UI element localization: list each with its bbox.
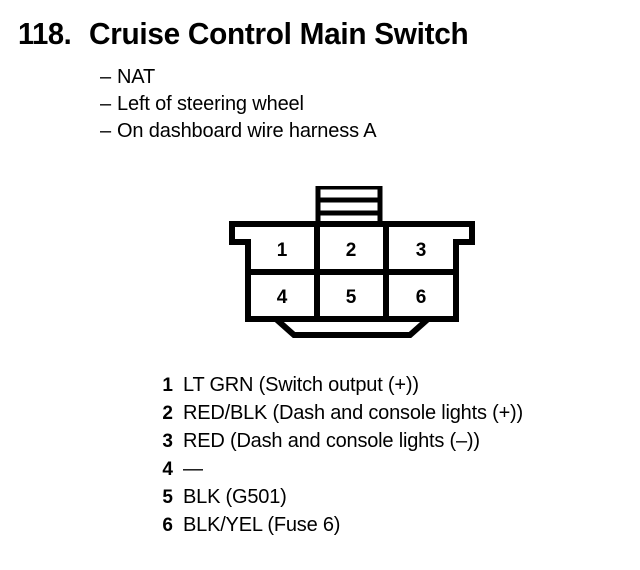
pin-legend-number: 5 bbox=[162, 487, 173, 508]
connector-top-tab bbox=[315, 186, 383, 228]
note-item-label: NAT bbox=[117, 66, 156, 88]
dash-bullet-icon: – bbox=[100, 120, 112, 142]
connector-pin-3: 3 bbox=[416, 240, 427, 261]
connector-pin-1: 1 bbox=[277, 240, 288, 261]
pin-legend-description: RED (Dash and console lights (–)) bbox=[183, 430, 480, 452]
note-item: – Left of steering wheel bbox=[100, 93, 600, 120]
connector-diagram: 1 2 3 4 5 6 bbox=[228, 186, 476, 338]
connector-pin-6: 6 bbox=[416, 287, 427, 308]
note-item-label: Left of steering wheel bbox=[117, 93, 304, 115]
pin-legend-number: 1 bbox=[162, 375, 173, 396]
pin-legend-list: 1 LT GRN (Switch output (+)) 2 RED/BLK (… bbox=[156, 374, 626, 542]
pin-legend-row: 3 RED (Dash and console lights (–)) bbox=[156, 430, 626, 458]
pin-legend-number: 4 bbox=[162, 459, 173, 480]
note-item-label: On dashboard wire harness A bbox=[117, 120, 377, 142]
dash-bullet-icon: – bbox=[100, 93, 112, 115]
pin-legend-row: 2 RED/BLK (Dash and console lights (+)) bbox=[156, 402, 626, 430]
pin-legend-description: — bbox=[183, 458, 203, 480]
page-title-text: Cruise Control Main Switch bbox=[88, 16, 469, 51]
pin-legend-row: 1 LT GRN (Switch output (+)) bbox=[156, 374, 626, 402]
pin-legend-number: 6 bbox=[162, 515, 173, 536]
connector-bottom-tab bbox=[268, 316, 436, 338]
connector-pin-4: 4 bbox=[277, 287, 288, 308]
note-item: – On dashboard wire harness A bbox=[100, 120, 600, 147]
page-title-number: 118. bbox=[18, 16, 72, 51]
pin-legend-description: BLK/YEL (Fuse 6) bbox=[183, 514, 341, 536]
notes-list: – NAT – Left of steering wheel – On dash… bbox=[100, 66, 600, 147]
pin-legend-description: BLK (G501) bbox=[183, 486, 287, 508]
pin-legend-number: 3 bbox=[162, 431, 173, 452]
page-title: 118. Cruise Control Main Switch bbox=[18, 16, 622, 56]
pin-legend-number: 2 bbox=[162, 403, 173, 424]
dash-bullet-icon: – bbox=[100, 66, 112, 88]
connector-svg: 1 2 3 4 5 6 bbox=[229, 186, 475, 338]
connector-pin-2: 2 bbox=[346, 240, 357, 261]
pin-legend-description: LT GRN (Switch output (+)) bbox=[183, 374, 419, 396]
pin-legend-row: 4 — bbox=[156, 458, 626, 486]
pin-legend-row: 5 BLK (G501) bbox=[156, 486, 626, 514]
connector-pin-5: 5 bbox=[346, 287, 357, 308]
pin-legend-row: 6 BLK/YEL (Fuse 6) bbox=[156, 514, 626, 542]
pin-legend-description: RED/BLK (Dash and console lights (+)) bbox=[183, 402, 523, 424]
note-item: – NAT bbox=[100, 66, 600, 93]
